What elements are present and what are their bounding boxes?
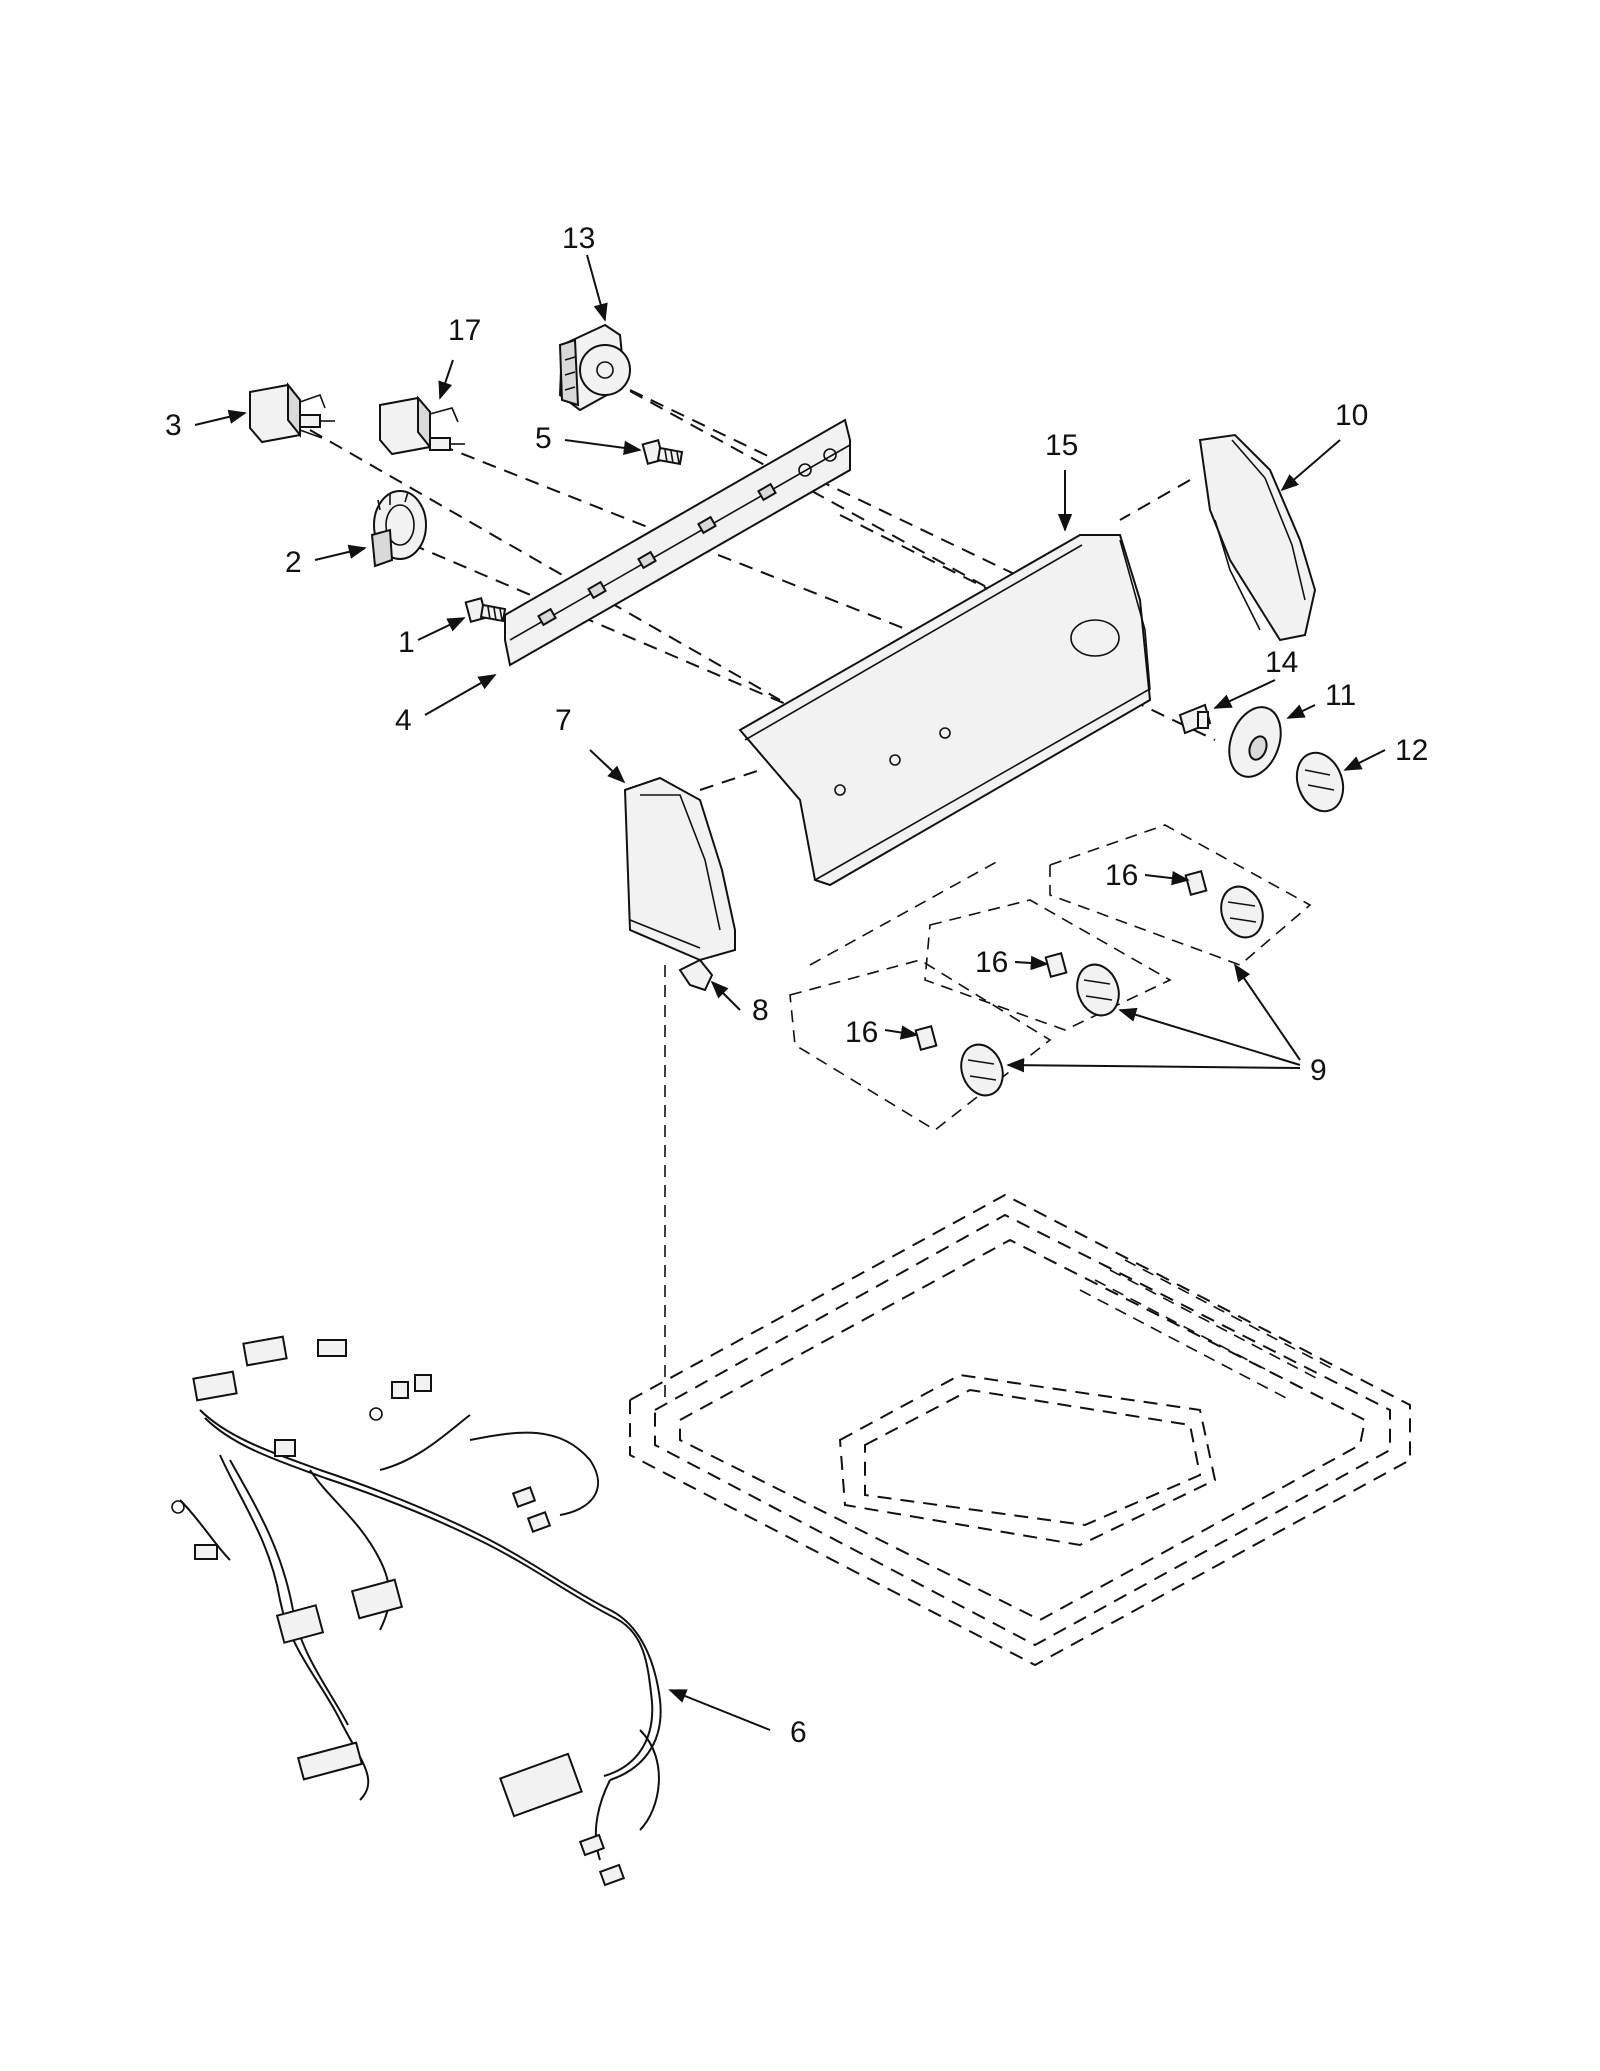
control-bracket-4[interactable] (504, 418, 851, 667)
end-cap-7[interactable] (623, 776, 736, 962)
console-panel-15[interactable] (738, 534, 1152, 887)
callout-10: 10 (1335, 399, 1368, 432)
callout-3: 3 (165, 409, 182, 442)
dial-skirt-11[interactable] (1220, 700, 1290, 784)
callout-14: 14 (1265, 646, 1298, 679)
callout-labels: 1 2 3 4 5 6 7 8 9 10 11 12 13 14 15 16 1… (165, 222, 1428, 1749)
rotary-switch-17[interactable] (379, 395, 465, 456)
callout-12: 12 (1395, 734, 1428, 767)
callout-8: 8 (752, 994, 769, 1027)
callout-5: 5 (535, 422, 552, 455)
washer-top-phantom (629, 1193, 1411, 1667)
screw-14[interactable] (1178, 703, 1212, 735)
pressure-switch-2[interactable] (370, 490, 427, 568)
end-cap-10[interactable] (1198, 433, 1317, 642)
callout-1: 1 (398, 626, 415, 659)
callout-7: 7 (555, 704, 572, 737)
callout-6: 6 (790, 1716, 807, 1749)
knob-assembly-top[interactable] (1184, 870, 1270, 943)
callout-4: 4 (395, 704, 412, 737)
timer-13[interactable] (558, 323, 631, 412)
rotary-switch-3[interactable] (249, 382, 335, 444)
callout-13: 13 (562, 222, 595, 255)
callout-16-top: 16 (1105, 859, 1138, 892)
callout-17: 17 (448, 314, 481, 347)
leader-arrows (194, 254, 1386, 1731)
callout-16-bottom: 16 (845, 1016, 878, 1049)
clip-8[interactable] (678, 958, 714, 992)
knob-12[interactable] (1289, 746, 1351, 817)
screw-1[interactable] (464, 597, 507, 623)
wire-harness-6[interactable] (171, 1335, 662, 1887)
callout-9: 9 (1310, 1054, 1327, 1087)
knob-assembly-bottom[interactable] (914, 1025, 1010, 1101)
knob-assembly-mid[interactable] (1044, 952, 1126, 1021)
alignment-lines (309, 379, 1216, 1400)
screw-5[interactable] (641, 439, 684, 466)
callout-11: 11 (1325, 679, 1356, 712)
callout-2: 2 (285, 546, 302, 579)
knob-group-9 (789, 824, 1312, 1131)
callout-16-mid: 16 (975, 946, 1008, 979)
callout-15: 15 (1045, 429, 1078, 462)
